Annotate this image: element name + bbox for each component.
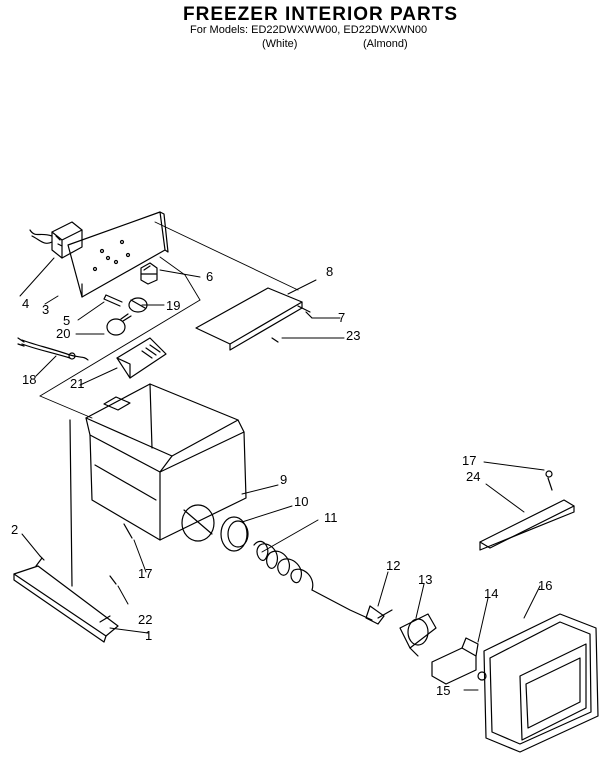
callout-1: 1: [145, 628, 152, 643]
callout-8: 8: [326, 264, 333, 279]
callout-9: 9: [280, 472, 287, 487]
callout-17-b: 17: [138, 566, 152, 581]
callout-17-a: 17: [462, 453, 476, 468]
callout-13: 13: [418, 572, 432, 587]
callout-21: 21: [70, 376, 84, 391]
housing-bracket: [431, 637, 487, 685]
callout-19: 19: [166, 298, 180, 313]
cover-plate: [195, 287, 313, 351]
assembly-outline: [39, 221, 299, 419]
almond-label: (Almond): [363, 38, 408, 50]
impeller: [365, 605, 393, 625]
guide-rail: [13, 419, 133, 643]
callout-3: 3: [42, 302, 49, 317]
ice-crusher: [399, 613, 437, 657]
control-panel-assembly: [29, 211, 169, 298]
callout-7: 7: [338, 310, 345, 325]
front-housing: [483, 613, 599, 753]
callout-5: 5: [63, 313, 70, 328]
callout-23: 23: [346, 328, 360, 343]
callout-20: 20: [56, 326, 70, 341]
callout-11: 11: [324, 510, 338, 525]
page-title: FREEZER INTERIOR PARTS: [183, 4, 458, 25]
white-label: (White): [262, 38, 298, 50]
callout-2: 2: [11, 522, 18, 537]
wire-harness: [17, 337, 89, 361]
auger-drive-parts: [220, 516, 373, 621]
callout-24: 24: [466, 469, 480, 484]
callout-12: 12: [386, 558, 400, 573]
callout-18: 18: [22, 372, 36, 387]
bucket-bracket: [116, 337, 167, 379]
part-callouts: 1 2 3 4 5 6 7 8 9 10 11 12 13 14 15 16 1…: [11, 264, 552, 698]
switch-and-lamp-parts: [103, 262, 158, 336]
callout-16: 16: [538, 578, 552, 593]
ice-bucket: [85, 383, 247, 542]
callout-14: 14: [484, 586, 498, 601]
leader-lines: [19, 257, 545, 691]
callout-22: 22: [138, 612, 152, 627]
callout-4: 4: [22, 296, 29, 311]
fill-trough: [479, 470, 575, 551]
callout-10: 10: [294, 494, 308, 509]
models-label: For Models: ED22DWXWW00, ED22DWXWN00: [190, 24, 428, 36]
callout-6: 6: [206, 269, 213, 284]
callout-15: 15: [436, 683, 450, 698]
